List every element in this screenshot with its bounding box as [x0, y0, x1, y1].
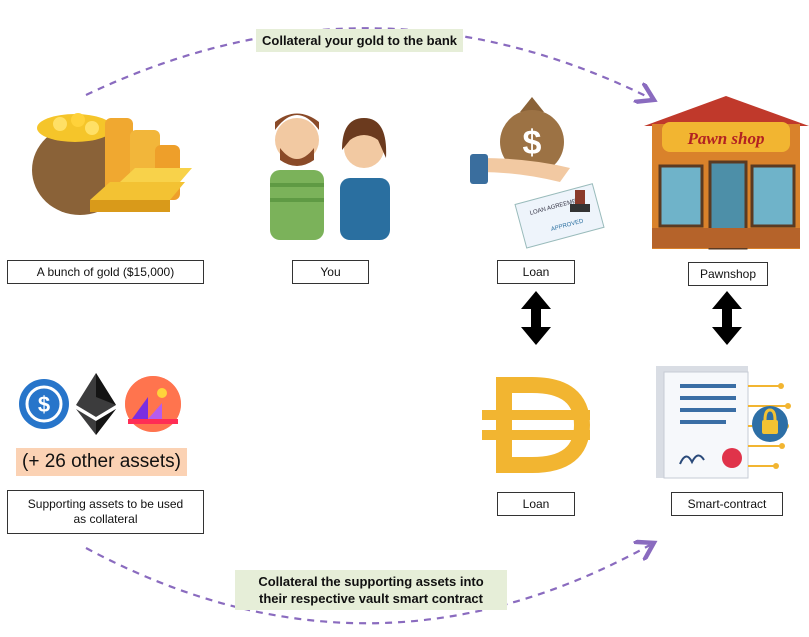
supporting-assets-line1: Supporting assets to be used [27, 497, 184, 511]
decentraland-icon [125, 376, 181, 432]
loan-bottom-label-text: Loan [522, 496, 550, 511]
top-banner: Collateral your gold to the bank [256, 29, 464, 52]
other-assets-text: (+ 26 other assets) [22, 451, 181, 472]
smart-contract-label: Smart-contract [671, 492, 783, 516]
bottom-banner-line2: their respective vault smart contract [259, 591, 483, 606]
ethereum-icon [76, 373, 116, 435]
usdc-icon: $ [19, 379, 69, 429]
loan-top-label: Loan [497, 260, 575, 284]
people-icon [270, 113, 390, 240]
pawnshop-label: Pawnshop [688, 262, 768, 286]
gold-pile-icon [32, 113, 192, 215]
svg-text:$: $ [523, 124, 542, 162]
supporting-assets-label: Supporting assets to be used as collater… [7, 490, 204, 534]
svg-text:$: $ [38, 392, 50, 417]
smart-contract-label-text: Smart-contract [687, 496, 767, 511]
other-assets-note: (+ 26 other assets) [16, 448, 187, 476]
pawn-shop-sign: Pawn shop [687, 129, 765, 148]
top-banner-text: Collateral your gold to the bank [262, 33, 458, 48]
double-arrow-icon [712, 291, 742, 345]
supporting-assets-line2: as collateral [73, 512, 138, 526]
bottom-banner-line1: Collateral the supporting assets into [258, 574, 484, 589]
loan-hand-icon: $ LOAN AGREEMENT APPROVED [470, 97, 605, 249]
gold-label-text: A bunch of gold ($15,000) [36, 264, 175, 279]
you-label-text: You [320, 264, 341, 279]
pawnshop-icon: Pawn shop [644, 96, 809, 250]
loan-bottom-label: Loan [497, 492, 575, 516]
gold-label: A bunch of gold ($15,000) [7, 260, 204, 284]
pawnshop-label-text: Pawnshop [699, 266, 757, 281]
smart-contract-icon [656, 366, 791, 479]
loan-top-label-text: Loan [522, 264, 550, 279]
dai-icon [482, 377, 591, 473]
you-label: You [292, 260, 369, 284]
double-arrow-icon [521, 291, 551, 345]
bottom-banner: Collateral the supporting assets into th… [235, 570, 507, 610]
